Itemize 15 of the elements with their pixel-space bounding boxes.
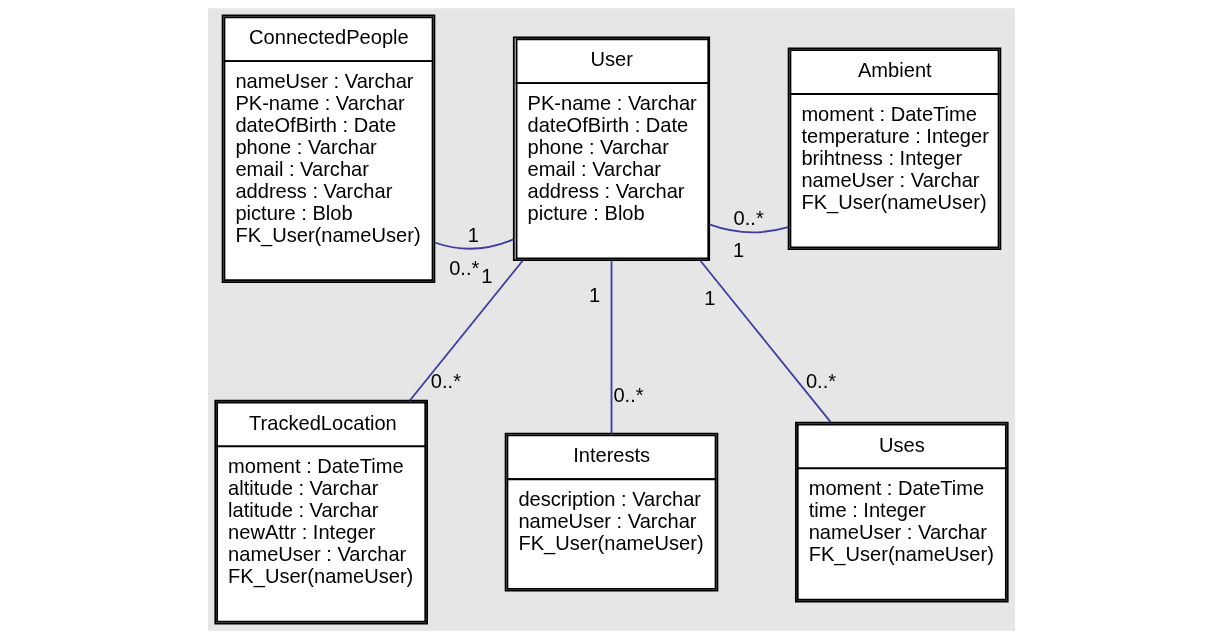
label: 1 bbox=[481, 265, 493, 288]
label: 1 bbox=[588, 284, 601, 307]
label: 1 bbox=[732, 239, 745, 262]
connector bbox=[408, 259, 524, 402]
connector bbox=[699, 259, 832, 424]
label: 0..* bbox=[805, 370, 837, 393]
label: 0..* bbox=[430, 369, 461, 392]
connector bbox=[433, 238, 515, 250]
label: 0..* bbox=[733, 207, 764, 230]
label: 1 bbox=[704, 286, 716, 309]
label: 0..* bbox=[613, 384, 644, 407]
label: 1 bbox=[467, 224, 479, 247]
label: 0..* bbox=[449, 256, 480, 279]
connector bbox=[610, 259, 613, 435]
connector bbox=[708, 223, 790, 234]
